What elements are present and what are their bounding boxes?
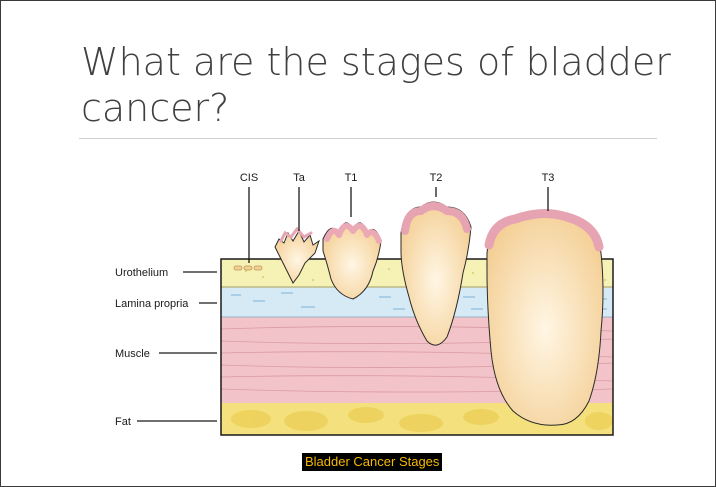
layer-label-fat: Fat: [115, 416, 131, 428]
stage-label-t1: T1: [345, 172, 358, 184]
layer-label-lamina-propria: Lamina propria: [115, 298, 189, 310]
stage-label-t2: T2: [430, 172, 443, 184]
layer-label-muscle: Muscle: [115, 348, 150, 360]
t3-tumor: [487, 211, 603, 425]
stage-label-cis: CIS: [240, 172, 258, 184]
cis-lesion: [234, 266, 262, 270]
layer-label-urothelium: Urothelium: [115, 267, 168, 279]
stage-label-t3: T3: [542, 172, 555, 184]
figure-caption: Bladder Cancer Stages: [302, 453, 442, 471]
layer-leaders: [137, 272, 217, 421]
stage-label-ta: Ta: [293, 172, 306, 184]
